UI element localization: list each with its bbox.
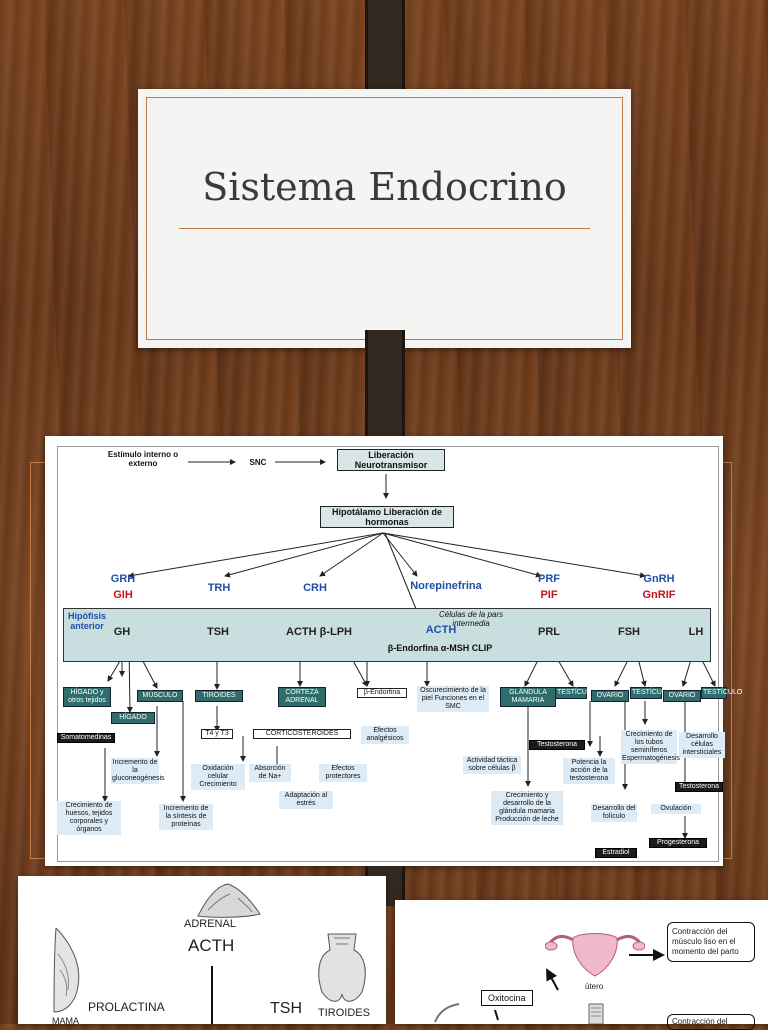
tsh-label: TSH [270,1000,302,1017]
oxitocina-arrows [494,949,665,1021]
pituitary-band [63,608,711,662]
effect-oscurecimiento: Oscurecimiento de la piel Funciones en e… [417,686,489,712]
hormone-glands-slide[interactable]: ADRENAL ACTH PROLACTINA MAMA TSH TIROIDE… [18,876,386,1026]
hormone-gnrif: GnRIF [642,589,676,601]
adrenal-label: ADRENAL [184,918,236,930]
effect-ovulacion: Ovulación [651,804,701,814]
testosterona-box: Testosterona [529,740,585,750]
target-glandula-mamaria: GLÁNDULA MAMARIA [500,687,556,707]
mama-label: MAMA [52,1016,79,1026]
target-testiculo-1: TESTÍCULO [555,687,596,699]
breast-illustration [53,927,80,1013]
target-testiculo-2: TESTÍCULO [630,687,671,699]
uterus-illustration [545,933,645,977]
hipotalamo-box: Hipotálamo Liberación de hormonas [320,506,454,528]
target-tiroides: TIROIDES [195,690,243,702]
endorfina-label: β-Endorfina α-MSH CLIP [387,643,493,653]
testosterona-box-2: Testosterona [675,782,723,792]
pituitary-acth-lph: ACTH β-LPH [286,626,352,638]
prolactina-label: PROLACTINA [88,1000,165,1014]
estradiol-box: Estradiol [595,848,637,858]
flowchart-border [57,446,719,862]
pituitary-acth: ACTH [425,624,457,636]
target-ovario-1: OVARIO [591,690,629,702]
effect-potencia-testosterona: Potencia la acción de la testosterona [563,758,615,784]
title-divider [179,228,590,229]
pars-intermedia-label: Células de la pars intermedia [438,610,504,628]
utero-label: útero [585,982,604,991]
t4-t3-box: T4 y T3 [201,729,233,739]
hormone-norepinefrina: Norepinefrina [410,580,482,592]
pituitary-tsh: TSH [207,626,229,638]
hormone-pif: PIF [540,589,558,601]
pituitary-gh: GH [113,626,131,638]
effect-actividad-tactica: Actividad táctica sobre células β [463,756,521,774]
effect-protectores: Efectos protectores [319,764,367,782]
title-frame: Sistema Endocrino [146,97,623,340]
pituitary-lh: LH [688,626,704,638]
title-slide[interactable]: Sistema Endocrino [138,89,631,348]
effect-oxidacion: Oxidación celular Crecimiento [191,764,245,790]
progesterona-box: Progesterona [649,838,707,848]
oxitocina-slide[interactable]: útero Oxitocina Contracción del músculo … [395,900,768,1030]
hypothalamus-illustration-partial [434,1003,460,1023]
target-corteza-adrenal: CORTEZA ADRENAL [278,687,326,707]
slide-title: Sistema Endocrino [202,165,567,209]
snc-label: SNC [249,458,267,467]
effect-tubos-seminiferos: Crecimiento de los tubos seminíferos Esp… [621,730,680,764]
effect-desarrollo-mamaria: Crecimiento y desarrollo de la glándula … [491,791,563,825]
acth-arrow-line [211,966,213,1024]
contraccion-parto-box: Contracción del músculo liso en el momen… [667,922,755,962]
hormone-crh: CRH [303,582,327,594]
acth-label: ACTH [188,936,235,955]
target-endorfina: β-Endorfina [357,688,407,698]
target-higado: HÍGADO [111,712,155,724]
target-ovario-2: OVARIO [663,690,701,702]
liberacion-box: Liberación Neurotransmisor [337,449,445,471]
hormone-gih: GIH [113,589,133,601]
effect-gluconeogenesis: Incremento de la gluconeogénesis [111,758,165,784]
effect-sintesis-proteinas: Incremento de la síntesis de proteínas [159,804,213,830]
hormone-grh: GRH [110,573,136,585]
target-higado-otros: HÍGADO y otros tejidos [63,687,111,707]
thyroid-illustration [318,933,366,1002]
target-testiculo-3: TESTÍCULO [701,687,742,699]
hormone-gnrh: GnRH [643,573,675,585]
effect-adaptacion: Adaptación al estrés [279,791,333,809]
hipofisis-label: Hipófisis anterior [67,611,106,631]
slide-strap-middle [365,330,405,436]
endocrine-flowchart-slide[interactable]: Estímulo interno o externo SNC Liberació… [45,436,742,866]
effect-analgesicos: Efectos analgésicos [361,726,409,744]
stimulus-label: Estímulo interno o externo [107,450,179,468]
somatomedinas-box: Somatomedinas [57,733,115,743]
target-musculo: MÚSCULO [137,690,183,702]
slide-strap-top [365,0,405,106]
oxitocina-label: Oxitocina [481,990,533,1006]
hormone-prf: PRF [538,573,560,585]
tiroides-label: TIROIDES [318,1007,370,1019]
gland-illustration-partial [588,1003,604,1024]
contraccion-box-2: Contracción del [667,1014,755,1030]
pituitary-fsh: FSH [618,626,640,638]
effect-crecimiento: Crecimiento de huesos, tejidos corporale… [57,801,121,835]
effect-absorcion: Absorción de Na+ [249,764,291,782]
corticosteroides-box: CORTICOSTEROIDES [253,729,351,739]
pituitary-prl: PRL [538,626,560,638]
hormone-trh: TRH [207,582,231,594]
effect-foliculo: Desarrollo del folículo [591,804,637,822]
effect-celulas-intersticiales: Desarrollo células intersticiales [679,732,725,758]
adrenal-gland-illustration [197,883,261,918]
